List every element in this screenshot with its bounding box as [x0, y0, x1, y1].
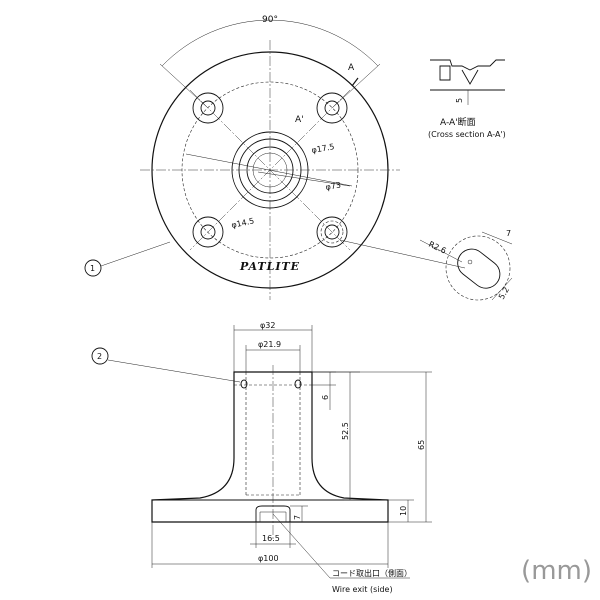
section-detail: 5 A-A'断面 (Cross section A-A') [428, 59, 506, 139]
top-view: 90° A A' φ17.5 φ73 φ14.5 PATLITE [140, 15, 466, 300]
side-screw-l [240, 379, 248, 389]
slot-detail: R2.6 7 5.2 [419, 229, 513, 301]
dim-r2-6: R2.6 [427, 240, 447, 256]
dim-73: φ73 [325, 180, 342, 192]
section-title: A-A'断面 [440, 116, 476, 128]
mount-hole-br [316, 216, 348, 248]
dim-14-5: φ14.5 [231, 216, 255, 230]
column-outline [151, 371, 389, 523]
section-mark-a: A [348, 63, 355, 73]
dim-slot-5-2: 5.2 [497, 285, 511, 301]
callout-2: 2 [91, 347, 241, 383]
mount-hole-tl [192, 92, 224, 124]
dim-21-9: φ21.9 [258, 340, 281, 349]
dim-7: 7 [293, 515, 302, 520]
dim-depth-5: 5 [455, 98, 464, 103]
dim-65: 65 [417, 440, 426, 450]
wire-exit-en: Wire exit (side) [332, 585, 393, 594]
dim-16-5: 16.5 [262, 534, 280, 543]
callout-1: 1 [84, 241, 171, 277]
wire-exit-jp: コード取出口（側面） [332, 568, 412, 578]
section-subtitle: (Cross section A-A') [428, 130, 506, 139]
dim-17-5: φ17.5 [311, 142, 335, 155]
mount-hole-bl [192, 216, 224, 248]
angle-label: 90° [262, 15, 278, 25]
svg-text:1: 1 [90, 264, 95, 273]
side-view: φ32 φ21.9 6 52.5 65 10 7 16.5 [151, 321, 432, 594]
svg-text:2: 2 [97, 352, 102, 361]
dim-6: 6 [321, 395, 330, 400]
brand-label: PATLITE [239, 260, 300, 273]
dim-100: φ100 [258, 554, 279, 563]
unit-label: (mm) [521, 556, 592, 586]
section-mark-a2: A' [295, 115, 304, 125]
dim-32: φ32 [260, 321, 275, 330]
dim-slot-7: 7 [506, 229, 511, 238]
mount-hole-tr [316, 92, 348, 124]
side-screw-r [294, 379, 302, 389]
angle-arc [161, 19, 379, 67]
detail-leader [339, 239, 466, 269]
dim-10: 10 [399, 506, 408, 516]
dim-52-5: 52.5 [341, 422, 350, 440]
